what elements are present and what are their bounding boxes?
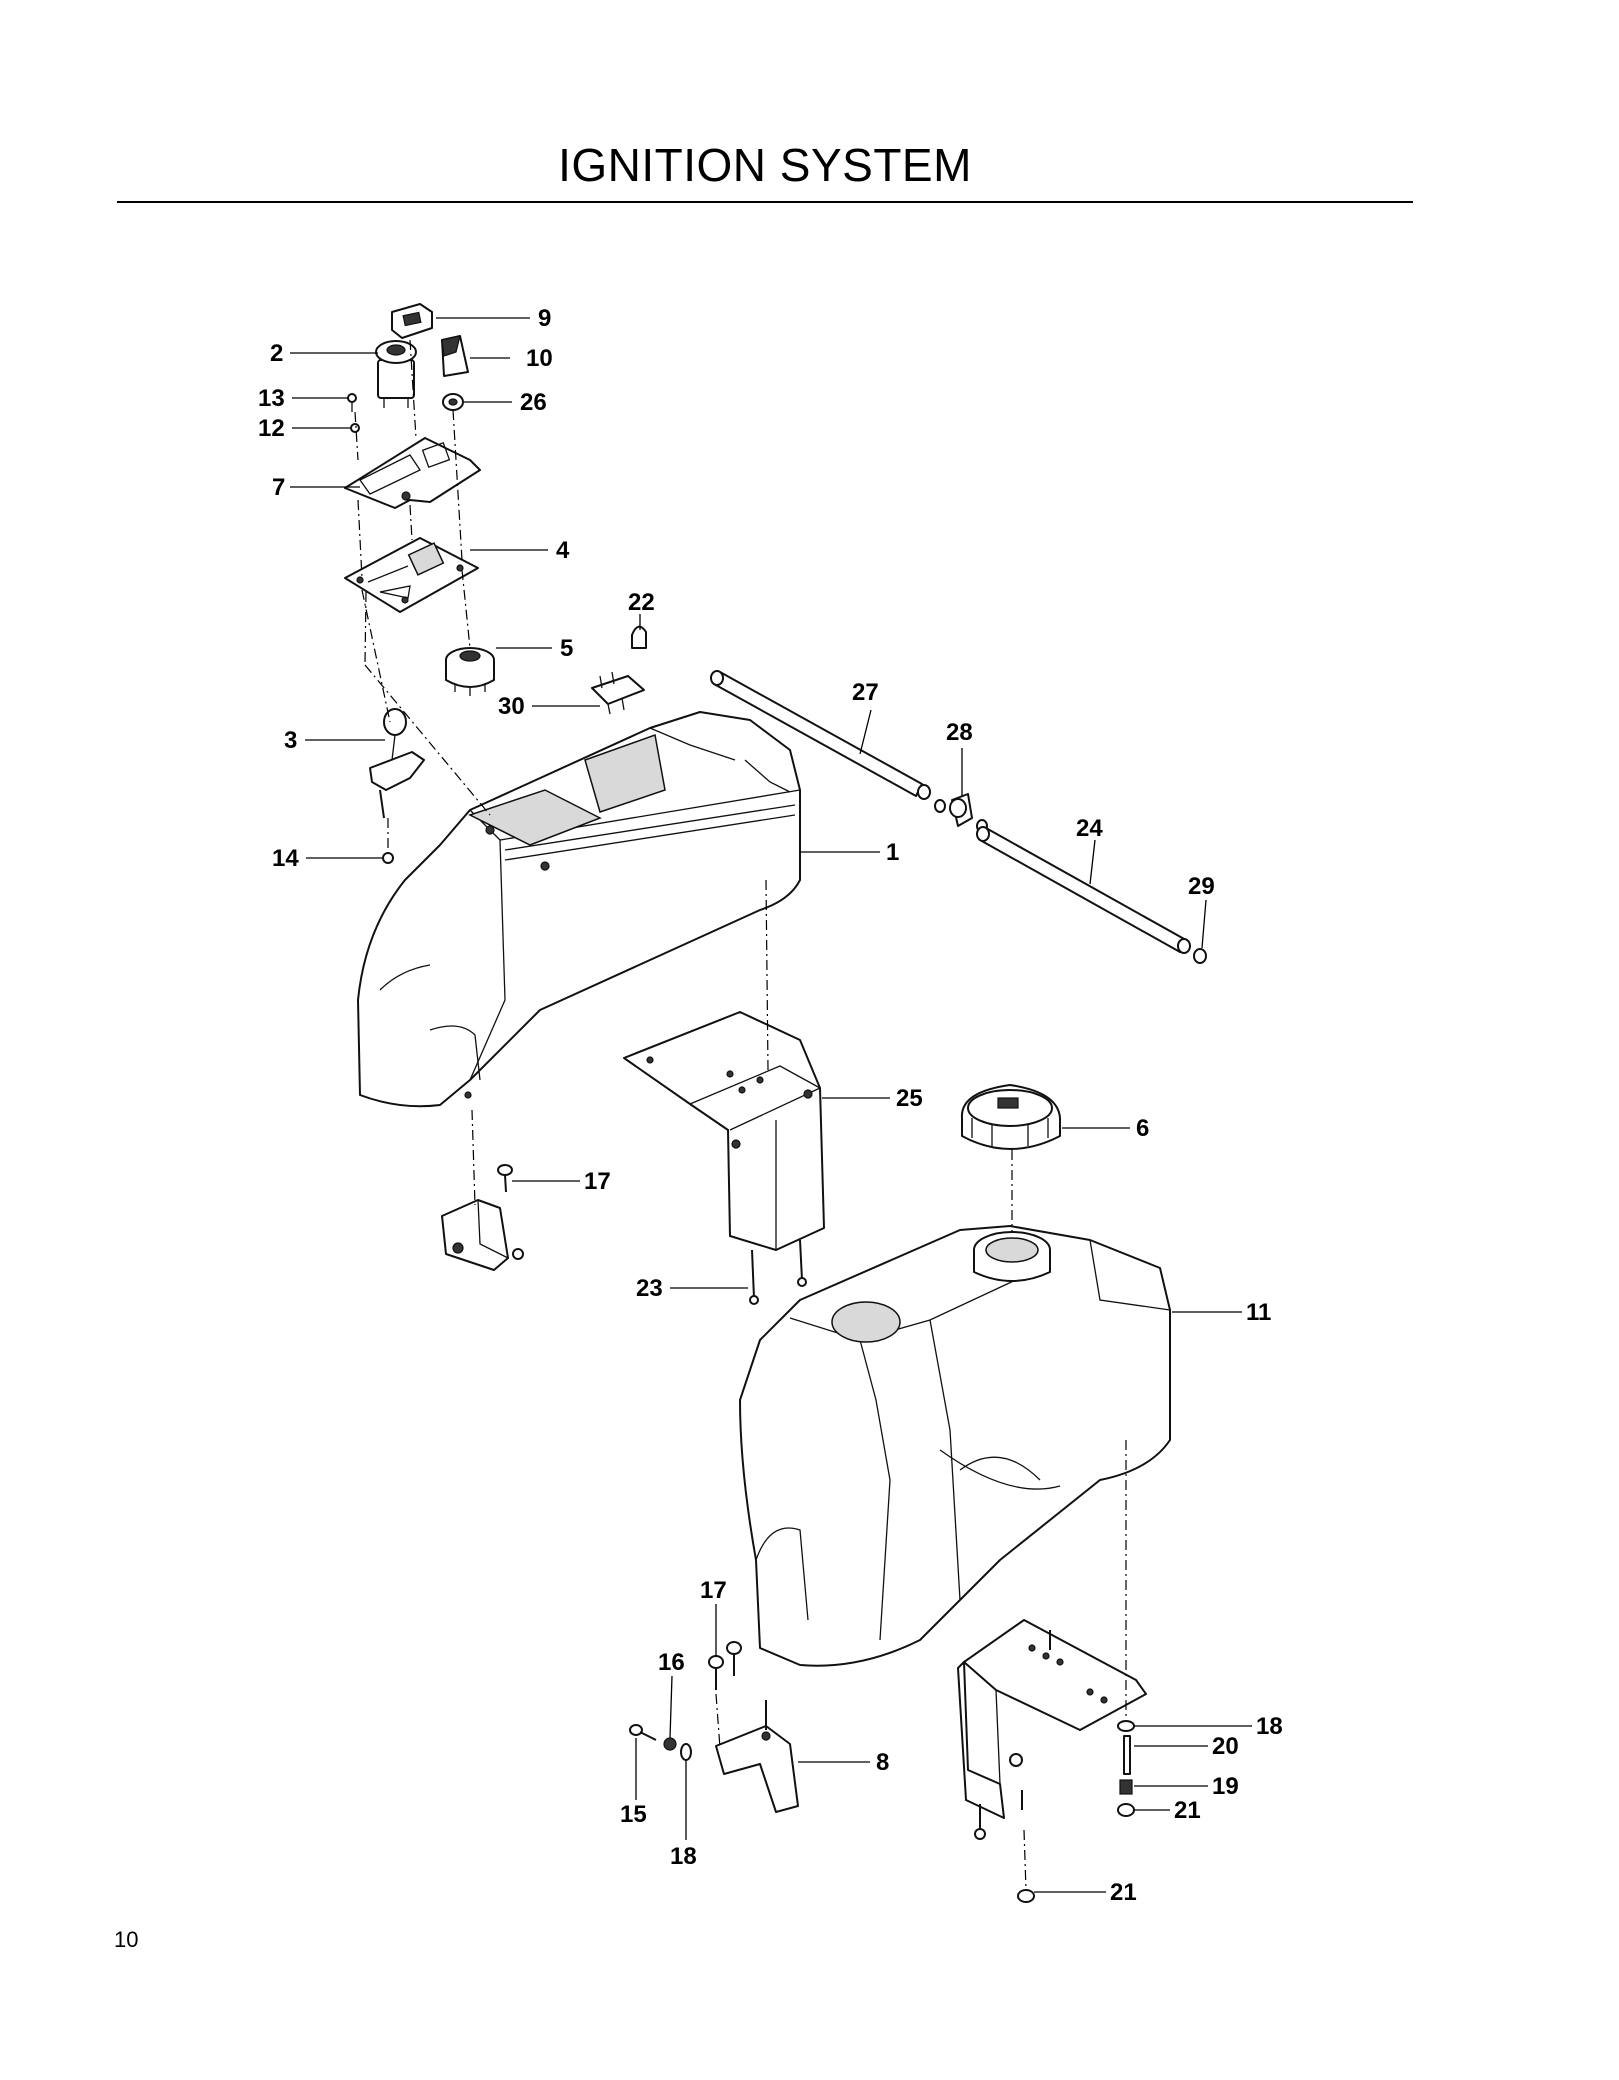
callout-6: 6: [1136, 1115, 1149, 1142]
callout-13: 13: [258, 385, 285, 412]
callout-5: 5: [560, 635, 573, 662]
callout-26: 26: [520, 389, 547, 416]
callout-18-right: 18: [1256, 1713, 1283, 1740]
callout-4: 4: [556, 537, 570, 564]
callout-16: 16: [658, 1649, 685, 1676]
tank-rear-bracket: [957, 1619, 1147, 1840]
title-rule: [117, 201, 1413, 203]
callout-24: 24: [1076, 815, 1103, 842]
callout-10: 10: [526, 345, 553, 372]
callout-30: 30: [498, 693, 525, 720]
callout-29: 29: [1188, 873, 1215, 900]
part-11-fuel-tank: [739, 1225, 1171, 1667]
part-27-fuel-line: [710, 670, 931, 800]
console-mount-bracket: [441, 1199, 524, 1271]
part-5-ignition-switch: [445, 647, 495, 696]
part-7-mounting-plate: [344, 437, 481, 509]
part-1-console-housing: [357, 711, 801, 1108]
callout-2: 2: [270, 340, 283, 367]
part-18-washer-lower: [680, 1743, 692, 1761]
callout-9: 9: [538, 305, 551, 332]
callout-15: 15: [620, 1801, 647, 1828]
part-13-screw: [347, 393, 357, 412]
callout-23: 23: [636, 1275, 663, 1302]
page-title: IGNITION SYSTEM: [558, 139, 972, 191]
callout-1: 1: [886, 839, 899, 866]
callout-17-upper: 17: [584, 1168, 611, 1195]
part-21-nut-right: [1117, 1803, 1135, 1817]
assembly-lines: [354, 339, 1127, 1891]
callout-12: 12: [258, 415, 285, 442]
part-28-fuel-fitting: [934, 793, 988, 833]
part-2-switch: [375, 340, 417, 408]
part-18-washer-right: [1117, 1720, 1135, 1732]
part-23-studs: [749, 1239, 807, 1305]
part-30-connector: [591, 671, 645, 715]
part-3-lever: [369, 708, 425, 819]
callout-3: 3: [284, 727, 297, 754]
callout-20: 20: [1212, 1733, 1239, 1760]
part-17-bolt-lower: [708, 1641, 742, 1690]
page-number: 10: [114, 1927, 139, 1952]
callout-22: 22: [628, 589, 655, 616]
callout-21-right: 21: [1174, 1797, 1201, 1824]
callout-11: 11: [1246, 1299, 1271, 1326]
part-8-tank-bracket: [715, 1700, 799, 1813]
part-12-washer: [350, 423, 360, 433]
part-17-bolt-upper: [497, 1164, 513, 1193]
callout-21-lower: 21: [1110, 1879, 1137, 1906]
part-21-nut-lower: [1017, 1889, 1035, 1903]
part-14-nut: [382, 852, 394, 864]
callout-17-lower: 17: [700, 1577, 727, 1604]
callout-7: 7: [272, 474, 285, 501]
part-24-fuel-line: [976, 826, 1191, 954]
leader-lines: [290, 317, 1252, 1893]
part-25-console-bracket: [623, 1011, 825, 1251]
callout-8: 8: [876, 1749, 889, 1776]
part-22-clip: [631, 625, 647, 649]
callout-18-lower: 18: [670, 1843, 697, 1870]
callout-28: 28: [946, 719, 973, 746]
part-19-grommet: [1119, 1779, 1133, 1795]
part-15-bolt: [629, 1724, 657, 1741]
callout-14: 14: [272, 845, 299, 872]
part-4-switch-plate: [344, 537, 479, 613]
part-26-nut: [442, 393, 464, 411]
part-9-switch-cover: [391, 303, 433, 339]
callout-25: 25: [896, 1085, 923, 1112]
callout-19: 19: [1212, 1773, 1239, 1800]
part-29-clamp: [1193, 948, 1207, 964]
part-16-washer: [663, 1737, 677, 1751]
part-20-spacer: [1123, 1735, 1131, 1775]
part-6-fuel-cap: [960, 1084, 1061, 1150]
part-10-knob: [441, 335, 469, 377]
callout-27: 27: [852, 679, 879, 706]
